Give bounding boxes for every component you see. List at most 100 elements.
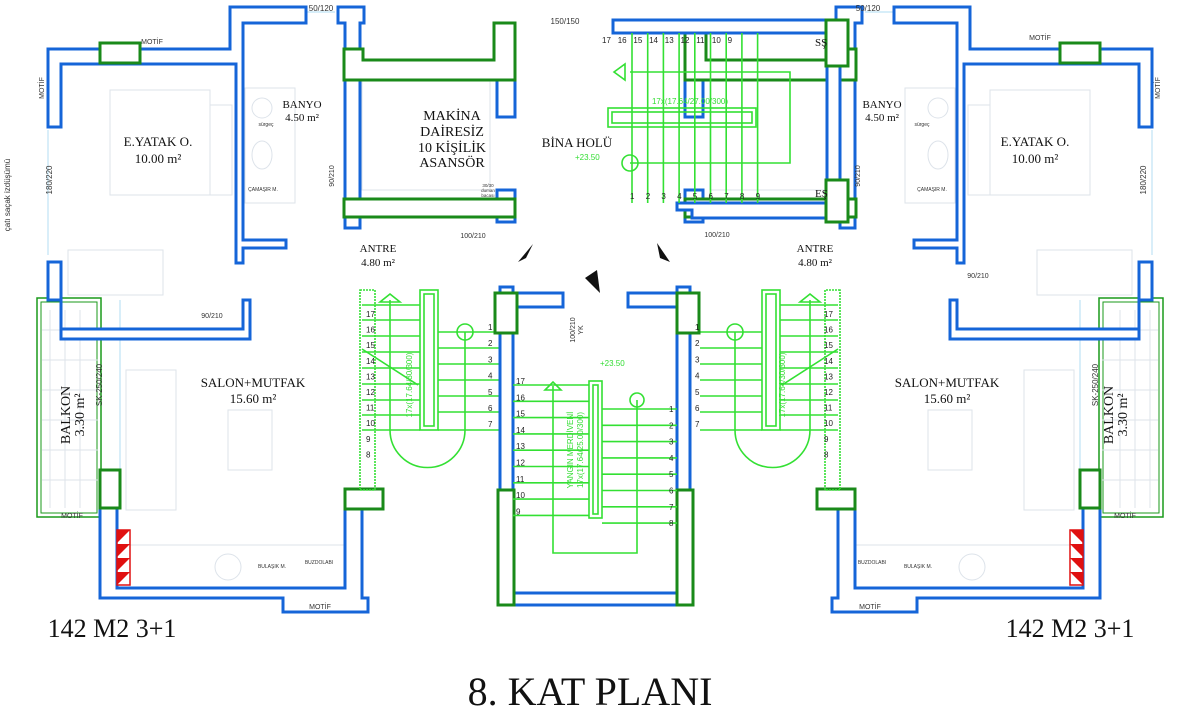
step-number: 3 [695, 355, 700, 364]
es-label: EŞ [815, 188, 828, 200]
step-number: 9 [516, 507, 521, 516]
left-entrance-area: 4.80 m² [361, 257, 396, 269]
left-entrance-name: ANTRE [360, 243, 397, 255]
step-number: 6 [695, 404, 700, 413]
step-number: 2 [488, 339, 493, 348]
step-number: 7 [488, 420, 493, 429]
motif-bottom-right: MOTİF [859, 602, 881, 611]
left-living-name: SALON+MUTFAK [201, 375, 306, 390]
fire-stair-name: YANGIN MERDİVENİ [566, 412, 575, 489]
motif-top-right: MOTİF [1029, 33, 1051, 42]
sliding-door-right: SK-250/240 [1091, 363, 1100, 406]
shaft-label-2: duman [481, 188, 495, 193]
motif-balcony-left: MOTİF [61, 511, 83, 520]
hall-name: BİNA HOLÜ [542, 135, 613, 150]
step-number: 2 [695, 339, 700, 348]
washer-right: ÇAMAŞIR M. [917, 187, 947, 193]
right-balcony-area: 3.30 m² [1116, 393, 1131, 436]
step-number: 4 [488, 372, 493, 381]
right-bathroom-name: BANYO [862, 99, 901, 111]
step-number: 7 [669, 503, 674, 512]
step-number: 12 [824, 388, 833, 397]
step-number: 6 [488, 404, 493, 413]
step-number: 1 [488, 323, 493, 332]
step-number: 17 [366, 310, 375, 319]
step-number: 7 [695, 420, 700, 429]
left-balcony-area: 3.30 m² [73, 393, 88, 436]
step-number: 1 [630, 192, 635, 201]
right-bedroom-name: E.YATAK O. [1001, 134, 1070, 149]
door-dim-right: 90/210 [967, 273, 989, 280]
step-number: 11 [366, 404, 375, 413]
stair-level: +23.50 [600, 359, 625, 368]
step-number: 9 [728, 36, 733, 45]
step-number: 8 [669, 519, 674, 528]
step-number: 13 [665, 36, 674, 45]
step-number: 14 [649, 36, 658, 45]
plan-title: 8. KAT PLANI [468, 669, 713, 714]
window-180-left: 180/220 [45, 165, 54, 194]
step-number: 5 [488, 388, 493, 397]
step-number: 9 [824, 435, 829, 444]
step-number: 16 [366, 326, 375, 335]
motif-top-left: MOTİF [141, 37, 163, 46]
shaft-label-1: 30/30 [482, 183, 494, 188]
step-number: 16 [618, 36, 627, 45]
elevator-door-dim: 100/210 [460, 233, 485, 240]
step-number: 4 [695, 372, 700, 381]
step-number: 3 [661, 192, 666, 201]
step-number: 13 [516, 442, 525, 451]
bath-door-left: 90/210 [329, 165, 336, 187]
eaves-projection-label: çatı saçak izdüşümü [3, 159, 12, 231]
step-number: 9 [756, 192, 761, 201]
step-number: 16 [824, 326, 833, 335]
step-number: 17 [602, 36, 611, 45]
surgec-right: sürgeç [914, 122, 930, 128]
elevator-line1: MAKİNA [423, 108, 481, 124]
step-number: 1 [669, 405, 674, 414]
step-number: 2 [669, 421, 674, 430]
step-number: 12 [366, 388, 375, 397]
main-staircase [607, 18, 850, 224]
step-number: 2 [646, 192, 651, 201]
left-unit-label: 142 M2 3+1 [48, 614, 177, 643]
step-number: 12 [681, 36, 690, 45]
step-number: 3 [488, 355, 493, 364]
step-number: 5 [669, 470, 674, 479]
step-number: 9 [366, 435, 371, 444]
bath-door-right: 90/210 [855, 165, 862, 187]
elevator-line3: 10 KİŞİLİK [418, 140, 486, 156]
step-number: 13 [824, 372, 833, 381]
right-bedroom-area: 10.00 m² [1012, 151, 1059, 166]
step-number: 10 [824, 419, 833, 428]
step-number: 6 [709, 192, 714, 201]
step-number: 12 [516, 459, 525, 468]
step-number: 6 [669, 487, 674, 496]
step-number: 4 [677, 192, 682, 201]
fire-door-yk: YK [578, 325, 585, 335]
fridge-left: BUZDOLABI [305, 560, 333, 566]
right-living-name: SALON+MUTFAK [895, 375, 1000, 390]
left-living-area: 15.60 m² [230, 391, 277, 406]
step-number: 8 [740, 192, 745, 201]
washer-left: ÇAMAŞIR M. [248, 187, 278, 193]
ss-label: SŞ [815, 37, 827, 49]
step-number: 11 [696, 36, 705, 45]
step-number: 15 [824, 341, 833, 350]
step-number: 11 [516, 475, 525, 484]
step-number: 8 [366, 450, 371, 459]
step-number: 10 [516, 491, 525, 500]
left-stair-spec: 17x(17.64/30/300) [405, 352, 414, 417]
shaft-label-3: bacası [481, 193, 494, 198]
surgec-left: sürgeç [258, 122, 274, 128]
step-number: 7 [724, 192, 729, 201]
step-number: 14 [366, 357, 375, 366]
step-number: 17 [824, 310, 833, 319]
left-balcony-name: BALKON [59, 386, 74, 444]
door-dim-left: 90/210 [201, 313, 223, 320]
elevator-line2: DAİRESİZ [420, 124, 484, 140]
sliding-door-left: SK-250/240 [95, 363, 104, 406]
step-number: 14 [516, 426, 525, 435]
step-number: 15 [366, 341, 375, 350]
dishwasher-right: BULAŞIK M. [904, 564, 932, 570]
